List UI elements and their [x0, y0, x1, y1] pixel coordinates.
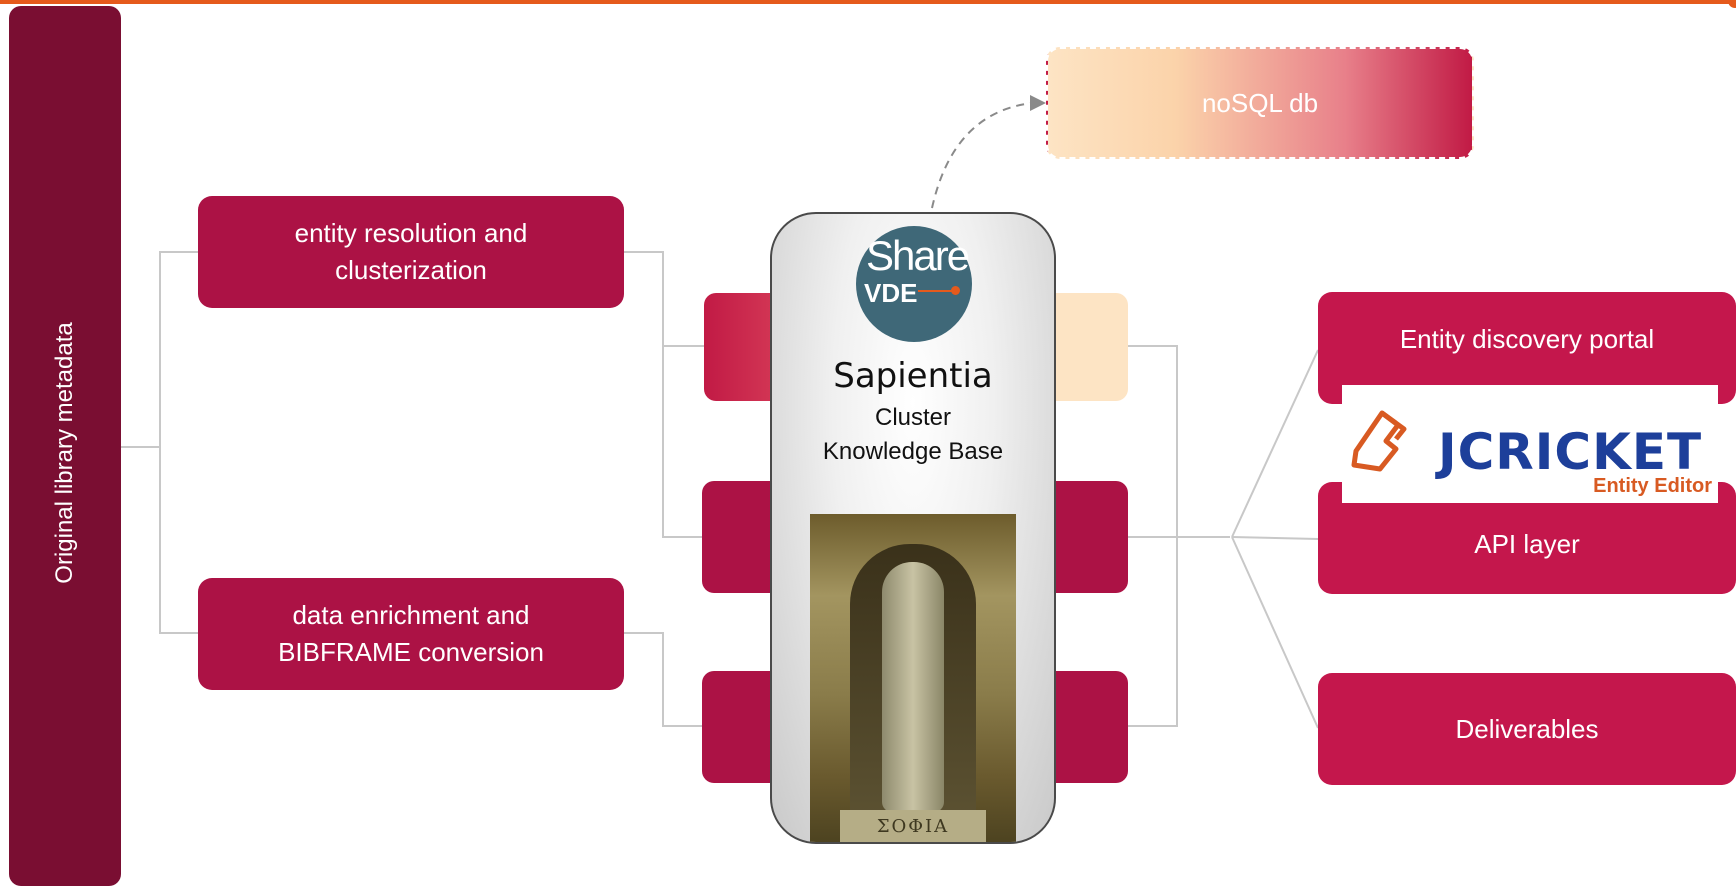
api-layer-label: API layer [1474, 528, 1580, 559]
deliverables-box: Deliverables [1318, 673, 1736, 785]
logo-tick-line [918, 290, 954, 292]
sophia-statue-image: ΣΟΦΙΑ [810, 514, 1016, 842]
entity-resolution-label: entity resolution and clusterization [294, 218, 528, 285]
sapientia-title: Sapientia [833, 356, 993, 396]
jcricket-tagline: Entity Editor [1593, 475, 1712, 497]
statue-inscription: ΣΟΦΙΑ [840, 810, 986, 842]
sharevde-logo: Share VDE [856, 226, 972, 342]
knowledge-base-subtitle: Knowledge Base [822, 438, 1004, 465]
connector-left-bracket [159, 251, 198, 634]
jcricket-house-icon [1351, 410, 1407, 472]
original-metadata-label: Original library metadata [51, 322, 78, 584]
connector-to-nosql [931, 102, 1033, 209]
connector-fan-bottom [1231, 536, 1319, 729]
sharevde-logo-share: Share [866, 232, 970, 279]
connector-stub-middle [662, 346, 706, 538]
sharevde-logo-vde: VDE [864, 278, 918, 308]
connector-fan-mid [1231, 536, 1319, 540]
cluster-subtitle: Cluster [874, 404, 952, 431]
data-enrichment-box: data enrichment and BIBFRAME conversion [198, 578, 624, 690]
deliverables-label: Deliverables [1455, 713, 1599, 744]
jcricket-wordmark: JCRICKET [1438, 423, 1703, 481]
top-accent-dot [1728, 0, 1736, 8]
connector-enrich-to-stubs [624, 632, 706, 727]
logo-tick-dot [951, 286, 960, 295]
statue-figure [882, 562, 944, 812]
nosql-db-box: noSQL db [1046, 47, 1474, 159]
sapientia-card: Share VDE Sapientia Cluster Knowledge Ba… [770, 212, 1056, 844]
entity-discovery-portal-label: Entity discovery portal [1399, 323, 1655, 354]
entity-resolution-box: entity resolution and clusterization [198, 196, 624, 308]
connector-entity-to-stubs [624, 251, 706, 347]
connector-fan-top [1231, 349, 1319, 538]
original-metadata-panel: Original library metadata [9, 6, 121, 886]
arrowhead-nosql [1030, 95, 1046, 111]
top-accent-line [0, 0, 1736, 4]
nosql-db-label: noSQL db [1201, 87, 1319, 118]
jcricket-logo: JCRICKET Entity Editor [1342, 385, 1718, 503]
data-enrichment-label: data enrichment and BIBFRAME conversion [278, 600, 544, 667]
